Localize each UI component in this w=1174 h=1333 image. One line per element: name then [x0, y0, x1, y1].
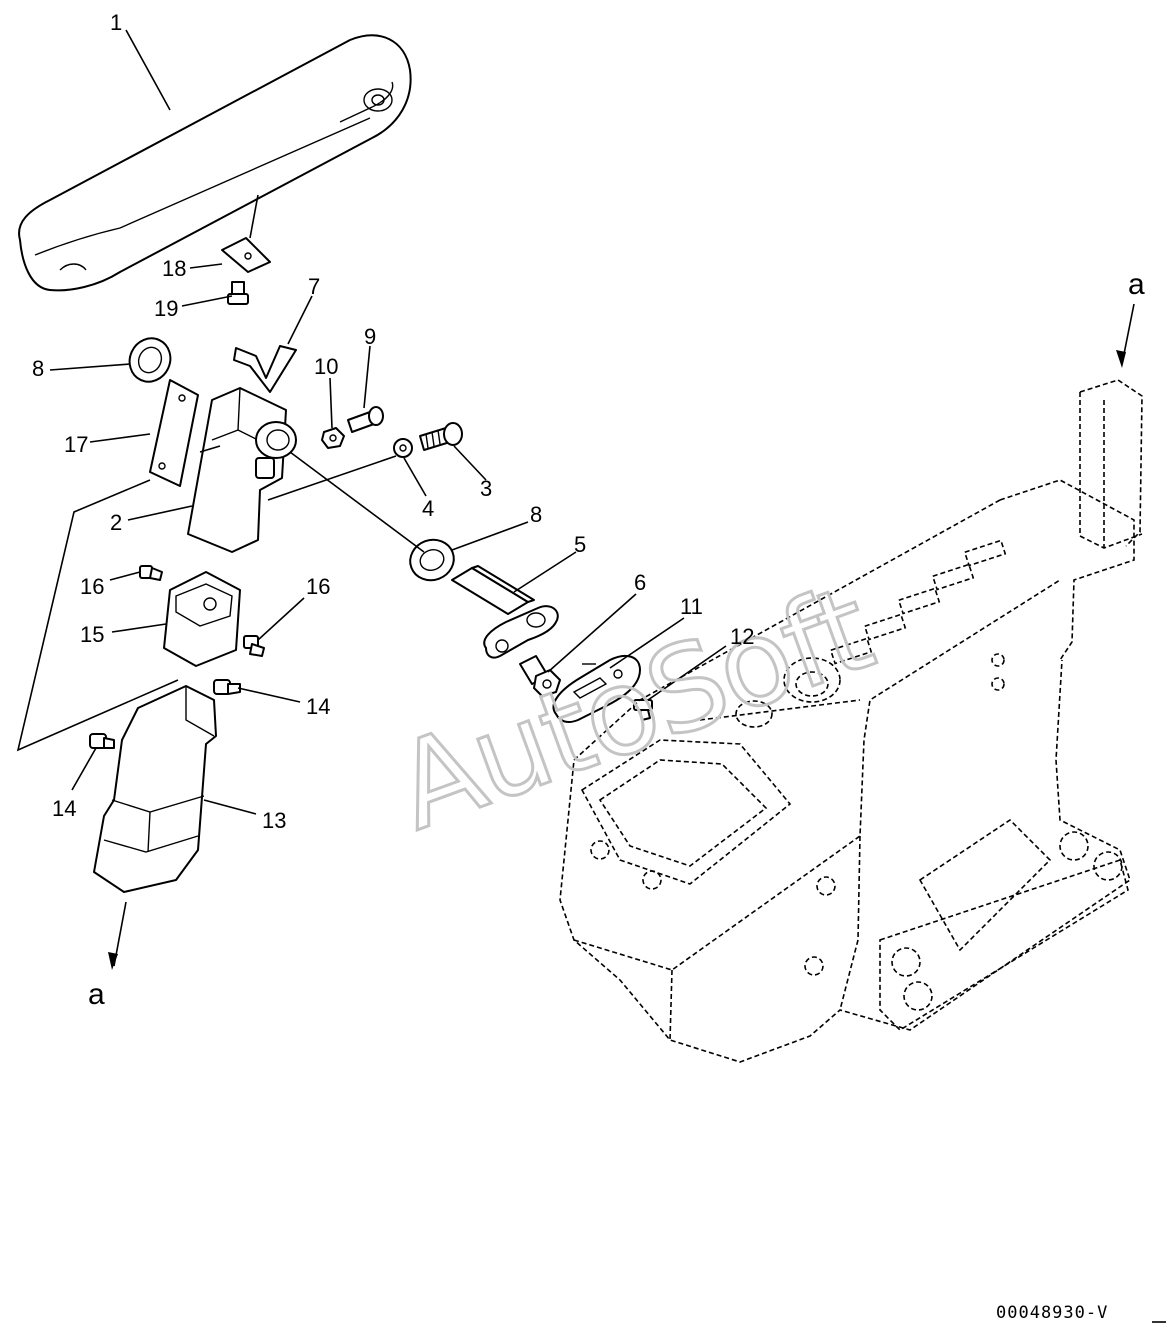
washer-part-4 — [393, 438, 413, 458]
bolt-part-19 — [227, 281, 249, 305]
console-switch-slots — [829, 539, 1007, 665]
armrest-part-1 — [18, 34, 412, 292]
plate-part-18 — [221, 237, 271, 273]
washer-part-8-lower — [409, 538, 455, 582]
callout-14-left: 14 — [52, 796, 76, 821]
washer-part-8-top — [128, 337, 172, 383]
callout-8-top: 8 — [32, 356, 44, 381]
callout-13: 13 — [262, 808, 286, 833]
callout-16-right: 16 — [306, 574, 330, 599]
callout-15: 15 — [80, 622, 104, 647]
callout-16-left: 16 — [80, 574, 104, 599]
view-arrow-top — [1116, 303, 1135, 368]
callout-9: 9 — [364, 324, 376, 349]
screw-part-14-upper — [213, 679, 241, 695]
callout-2: 2 — [110, 510, 122, 535]
callout-19: 19 — [154, 296, 178, 321]
bolt-part-3 — [419, 422, 463, 451]
view-marker-bottom: a — [88, 978, 105, 1011]
callout-8-lower: 8 — [530, 502, 542, 527]
plate-part-11 — [552, 654, 641, 723]
watermark: AutoSoft — [379, 559, 887, 857]
clip-part-7 — [233, 345, 297, 393]
callout-1: 1 — [110, 10, 122, 35]
view-arrow-bottom — [108, 901, 127, 970]
callout-labels: 1 2 3 4 5 6 7 8 8 9 10 11 12 13 14 14 15… — [32, 10, 754, 833]
view-marker-top: a — [1128, 268, 1145, 301]
cover-part-15 — [163, 571, 241, 667]
callout-4: 4 — [422, 496, 434, 521]
console-bolts — [590, 831, 1123, 1011]
callout-11: 11 — [680, 594, 703, 619]
plate-part-17 — [149, 379, 199, 487]
callout-7: 7 — [308, 274, 320, 299]
screw-part-14-lower — [89, 733, 115, 749]
drawing-code: 00048930-V — [996, 1303, 1108, 1323]
callout-18: 18 — [162, 256, 186, 281]
callout-6: 6 — [634, 570, 646, 595]
pin-part-5 — [451, 565, 559, 659]
console-knob — [783, 657, 841, 703]
callout-10: 10 — [314, 354, 338, 379]
nut-part-10 — [321, 427, 345, 449]
assembly-frame-lines — [16, 479, 179, 752]
callout-14-right: 14 — [306, 694, 330, 719]
cover-part-13 — [93, 685, 217, 893]
screw-part-16-left — [139, 565, 163, 581]
bolt-part-9 — [347, 406, 384, 433]
callout-3: 3 — [480, 476, 492, 501]
callout-17: 17 — [64, 432, 88, 457]
bracket-part-2 — [187, 387, 297, 553]
leader-lines — [49, 29, 727, 815]
callout-12: 12 — [730, 624, 754, 649]
console-housing — [559, 379, 1143, 1063]
callout-5: 5 — [574, 532, 586, 557]
screw-part-16-right — [243, 635, 265, 657]
bolt-part-6 — [519, 655, 561, 697]
